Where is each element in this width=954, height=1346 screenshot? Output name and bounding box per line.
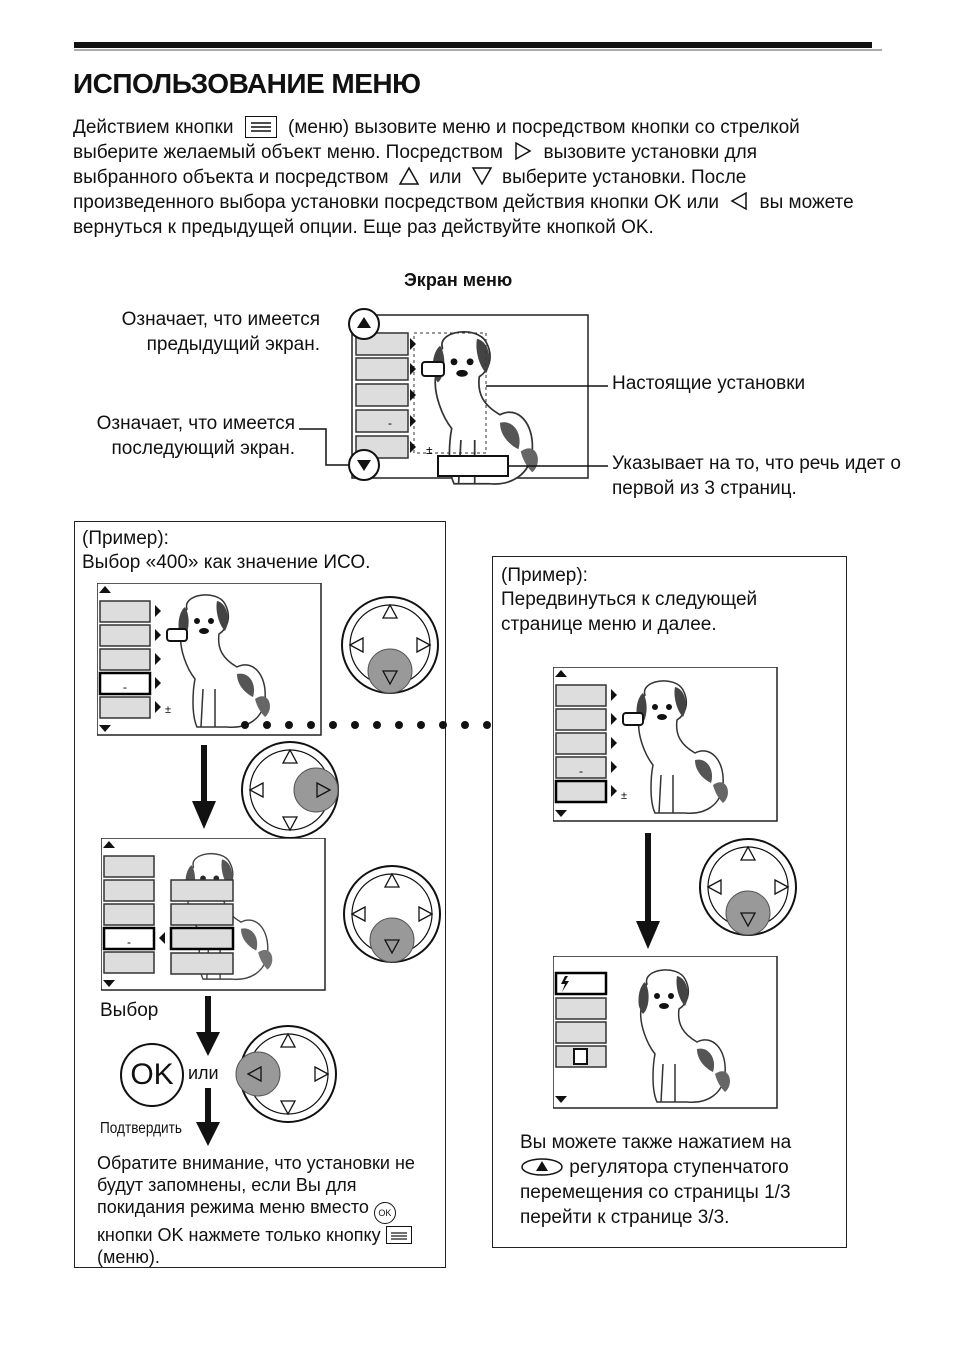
- top-rule-shadow: [74, 49, 882, 51]
- example2-note: Вы можете также нажатием на регулятора с…: [520, 1130, 840, 1230]
- arrow-down-3: [196, 1088, 220, 1146]
- up-arrow-icon: [398, 166, 420, 185]
- example1-text: Выбор «400» как значение ИСО.: [82, 552, 371, 573]
- example2-screen-2: [553, 956, 778, 1109]
- intro-paragraph: Действием кнопки (меню) вызовите меню и …: [73, 115, 863, 240]
- example2-heading: (Пример):: [501, 565, 588, 586]
- ok-icon-small: OK: [373, 1202, 396, 1224]
- example2-text: Передвинуться к следующей странице меню …: [501, 589, 758, 635]
- intro-text-3: вызовите установки для выбранного объект…: [73, 142, 758, 188]
- left-arrow-icon: [730, 191, 747, 211]
- ok-button-large: OK: [120, 1043, 184, 1107]
- arrow-down-2: [196, 996, 220, 1056]
- intro-text-2: (меню) вызовите меню и посредством кнопк…: [73, 117, 800, 163]
- svg-text:-: -: [579, 764, 583, 778]
- down-arrow-icon: [471, 167, 493, 186]
- svg-text:-: -: [388, 416, 392, 430]
- example2-note-part2: регулятора ступенчатого перемещения со с…: [520, 1157, 791, 1228]
- example2-screen-1: - ±: [553, 667, 778, 822]
- example1-note-part2: кнопки OK нажмете только кнопку: [97, 1225, 381, 1245]
- dial-left-highlight: [235, 1025, 337, 1123]
- svg-text:±: ±: [621, 790, 627, 802]
- svg-text:±: ±: [426, 443, 433, 457]
- arrow-down-1: [192, 745, 216, 829]
- menu-screen-diagram: - ±: [299, 308, 608, 485]
- dial-right-highlight: [241, 741, 339, 839]
- confirm-label: Подтвердить: [100, 1120, 182, 1137]
- svg-text:±: ±: [165, 704, 171, 716]
- example1-note-part3: (меню).: [97, 1247, 160, 1267]
- dial-down-highlight-2: [343, 865, 441, 963]
- menu-screen-caption: Экран меню: [404, 270, 513, 290]
- dial-down-highlight-3: [699, 838, 797, 936]
- dotted-connector: [241, 721, 491, 729]
- intro-text-6: вы можете вернуться к предыдущей опции. …: [73, 192, 854, 238]
- example1-screen-1: - ±: [97, 583, 322, 736]
- svg-text:-: -: [127, 935, 131, 949]
- or-label: или: [188, 1063, 219, 1083]
- label-page-indicator: Указывает на то, что речь идет о первой …: [612, 453, 901, 499]
- intro-text-1: Действием кнопки: [73, 117, 234, 138]
- label-current-settings: Настоящие установки: [612, 373, 806, 394]
- example1-note: Обратите внимание, что установки не буду…: [97, 1152, 437, 1268]
- menu-icon-small: [385, 1226, 412, 1244]
- page-title: ИСПОЛЬЗОВАНИЕ МЕНЮ: [73, 68, 421, 99]
- example2-note-part1: Вы можете также нажатием на: [520, 1132, 792, 1153]
- example1-screen-2: -: [101, 838, 326, 991]
- arrow-down-4: [636, 833, 660, 949]
- example1-note-part1: Обратите внимание, что установки не буду…: [97, 1153, 415, 1217]
- up-triangle-button-icon: [521, 1158, 563, 1176]
- menu-icon: [244, 116, 277, 138]
- right-arrow-icon: [515, 141, 532, 161]
- example1-heading: (Пример):: [82, 528, 169, 549]
- top-rule: [74, 42, 872, 48]
- intro-text-5: выберите установки. После произведенного…: [73, 167, 747, 213]
- select-label: Выбор: [100, 1000, 159, 1021]
- label-previous-screen: Означает, что имеется предыдущий экран.: [121, 309, 320, 355]
- dial-down-highlight-1: [341, 596, 439, 694]
- svg-text:-: -: [123, 680, 127, 694]
- label-next-screen: Означает, что имеется последующий экран.: [96, 413, 295, 459]
- intro-text-4: или: [429, 167, 462, 188]
